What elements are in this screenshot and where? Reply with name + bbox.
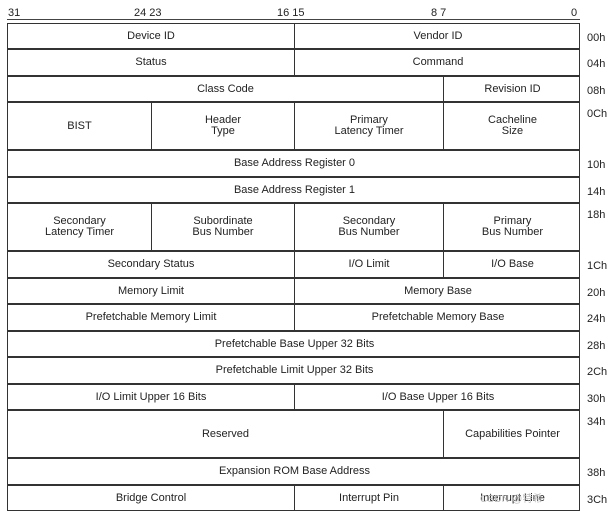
register-field: Base Address Register 1 [233,183,356,196]
register-offset: 1Ch [587,260,608,272]
register-offset: 30h [587,393,606,405]
register-row: Base Address Register 1 [7,177,580,203]
register-field: Prefetchable Memory Base [294,305,581,330]
register-row: Expansion ROM Base Address [7,458,580,485]
register-field: I/O Limit Upper 16 Bits [95,390,207,403]
register-field: Prefetchable Base Upper 32 Bits [214,337,375,350]
register-field: Command [294,50,581,75]
register-field: Base Address Register 0 [233,157,356,169]
register-field: Header Type [151,103,294,149]
bit-label: 16 15 [277,7,305,19]
register-field: I/O Limit [294,252,443,277]
register-offset: 3Ch [587,494,608,506]
register-row: Base Address Register 0 [7,150,580,177]
bit-label: 8 7 [431,7,447,19]
register-field: Secondary Latency Timer [44,215,115,238]
register-field: Primary Latency Timer [294,103,443,149]
register-field: Interrupt Pin [294,486,443,510]
register-row: Prefetchable Base Upper 32 Bits [7,331,580,357]
register-field: Capabilities Pointer [443,411,581,457]
register-field: Memory Base [294,279,581,303]
register-field: Class Code [197,82,254,95]
register-row: Status Command [7,49,580,76]
register-field: I/O Base [443,252,581,277]
register-row: Reserved Capabilities Pointer [7,410,580,458]
register-field: Secondary Bus Number [294,204,443,250]
register-field: Prefetchable Memory Limit [85,311,217,323]
register-field: Cacheline Size [443,103,581,149]
register-field: Vendor ID [294,24,581,48]
register-field: I/O Base Upper 16 Bits [294,385,581,409]
register-offset: 38h [587,467,606,479]
register-field: Expansion ROM Base Address [218,465,371,477]
register-offset: 34h [587,416,606,428]
register-row: Prefetchable Limit Upper 32 Bits [7,357,580,384]
register-field: BIST [67,119,92,132]
register-row: Memory Limit Memory Base [7,278,580,304]
register-offset: 28h [587,340,606,352]
register-row: Class Code Revision ID [7,76,580,102]
register-field: Status [135,56,167,68]
register-offset: 14h [587,186,606,198]
register-offset: 00h [587,32,606,44]
register-offset: 10h [587,159,606,171]
register-field: Secondary Status [107,258,195,270]
register-row: Secondary Latency Timer Subordinate Bus N… [7,203,580,251]
register-field: Reserved [201,427,250,440]
register-field: Bridge Control [115,491,187,504]
watermark: CSDN @特希 [480,494,543,505]
register-offset: 24h [587,313,606,325]
bit-scale-line [7,19,580,20]
register-field: Memory Limit [117,284,184,297]
register-field: Interrupt Line [443,486,581,510]
register-offset: 08h [587,85,606,97]
register-row: Device ID Vendor ID [7,23,580,49]
register-field: Subordinate Bus Number [151,204,294,250]
bit-label: 0 [571,7,578,19]
register-field: Primary Bus Number [443,204,581,250]
register-row: Prefetchable Memory Limit Prefetchable Me… [7,304,580,331]
register-offset: 20h [587,287,606,299]
register-offset: 04h [587,58,606,70]
bit-label: 31 [8,7,21,19]
register-field: Prefetchable Limit Upper 32 Bits [215,364,374,376]
register-field: Device ID [127,29,175,42]
register-offset: 2Ch [587,366,608,378]
register-offset: 18h [587,209,606,221]
register-offset: 0Ch [587,108,608,120]
register-field: Revision ID [443,77,581,101]
register-row: I/O Limit Upper 16 Bits I/O Base Upper 16… [7,384,580,410]
bit-label: 24 23 [134,7,162,19]
